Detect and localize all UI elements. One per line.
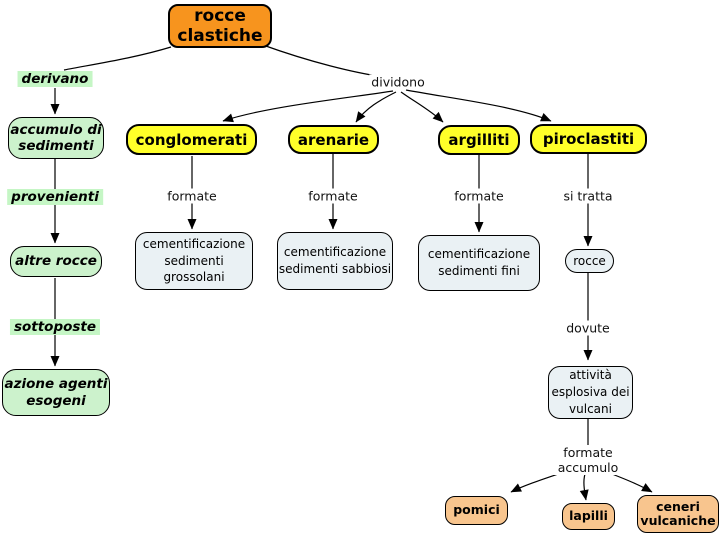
node-conglomerati[interactable]: conglomerati [126, 124, 257, 155]
node-accumulo-di-sedimenti[interactable]: accumulo di sedimenti [8, 117, 104, 159]
link-label-formate-accumulo[interactable]: formate accumulo [547, 445, 629, 475]
node-rocce-clastiche[interactable]: rocce clastiche [168, 4, 272, 48]
edge-dividono-arenarie [355, 91, 397, 123]
node-ceneri-vulcaniche[interactable]: ceneri vulcaniche [637, 495, 719, 533]
edge-dividono-piroclastiti [405, 89, 552, 122]
edge-dividono-argilliti [400, 91, 444, 123]
link-label-formate-argilliti[interactable]: formate [452, 188, 506, 204]
node-cementificazione-sedimenti-fini[interactable]: cementificazione sedimenti fini [418, 235, 540, 291]
node-altre-rocce[interactable]: altre rocce [10, 246, 102, 277]
node-pomici[interactable]: pomici [445, 496, 508, 525]
link-label-sottoposte[interactable]: sottoposte [9, 319, 101, 335]
node-azione-agenti-esogeni[interactable]: azione agenti esogeni [2, 369, 110, 416]
link-label-formate-conglomerati[interactable]: formate [165, 188, 219, 204]
node-cementificazione-sedimenti-sabbiosi[interactable]: cementificazione sedimenti sabbiosi [277, 232, 393, 290]
node-arenarie[interactable]: arenarie [288, 125, 379, 154]
edge-root-dividono [262, 44, 385, 78]
link-label-dovute[interactable]: dovute [564, 320, 612, 336]
edge-accumulo-lapilli [579, 473, 589, 501]
edge-dividono-conglomerati [222, 90, 394, 123]
link-label-formate-arenarie[interactable]: formate [306, 188, 360, 204]
link-label-si-tratta[interactable]: si tratta [561, 188, 615, 204]
link-label-derivano[interactable]: derivano [17, 71, 93, 87]
node-cementificazione-sedimenti-grossolani[interactable]: cementificazione sedimenti grossolani [135, 232, 253, 290]
link-label-dividono[interactable]: dividono [369, 74, 427, 90]
node-rocce[interactable]: rocce [565, 249, 614, 273]
node-lapilli[interactable]: lapilli [562, 503, 615, 530]
edge-root-derivano [63, 46, 172, 71]
link-label-provenienti[interactable]: provenienti [7, 189, 103, 205]
node-argilliti[interactable]: argilliti [438, 125, 520, 155]
node-piroclastiti[interactable]: piroclastiti [530, 124, 647, 154]
node-attivita-esplosiva-dei-vulcani[interactable]: attività esplosiva dei vulcani [548, 366, 633, 419]
